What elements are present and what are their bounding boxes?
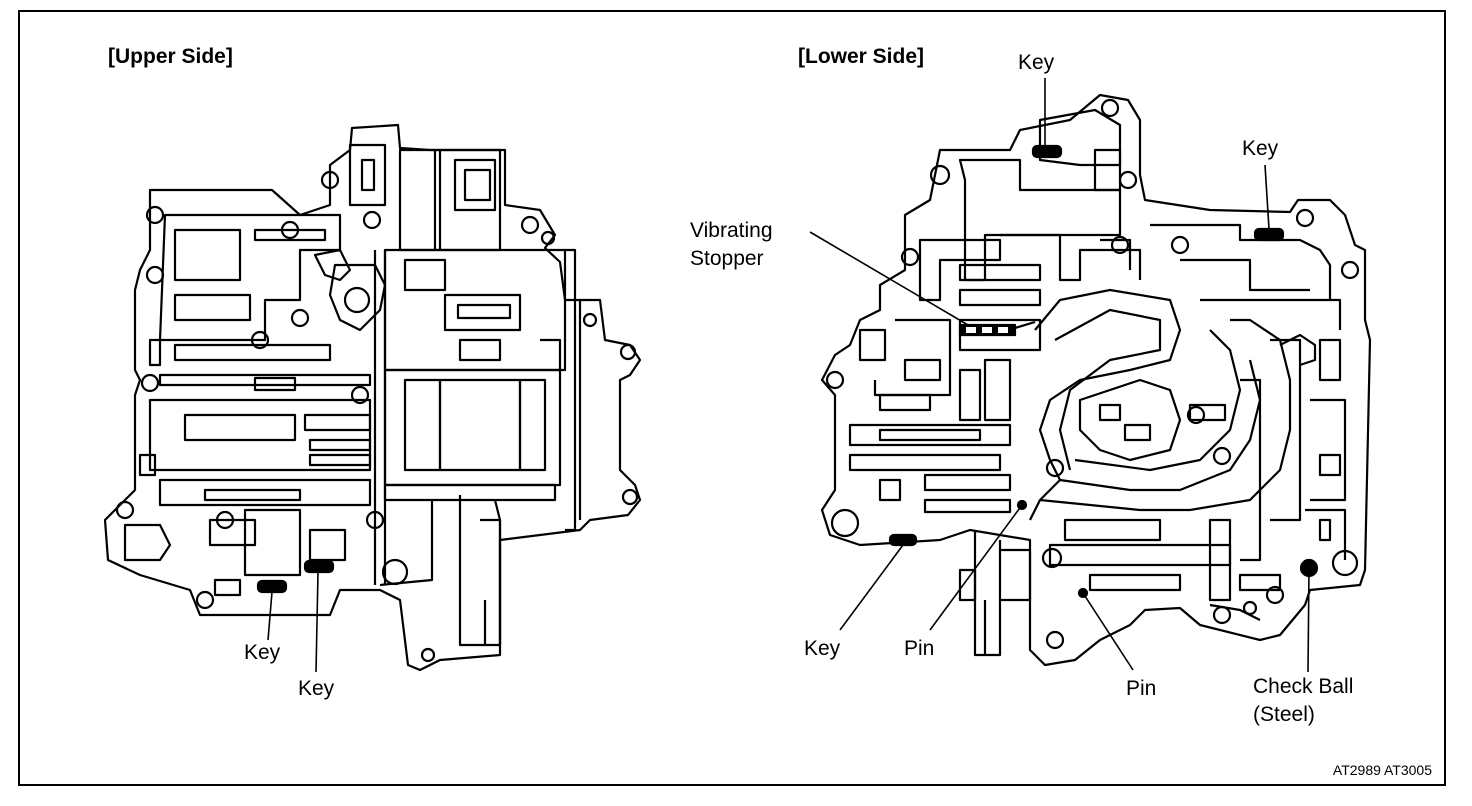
upper-key-label-1: Key [244, 641, 281, 664]
check-ball-label-line1: Check Ball [1253, 675, 1354, 698]
pin-label-1: Pin [904, 637, 935, 660]
pin-label-2: Pin [1126, 677, 1157, 700]
lower-side-valve-body [820, 93, 1372, 667]
vibrating-stopper-label-line2: Stopper [690, 247, 764, 270]
upper-side-title: [Upper Side] [108, 45, 233, 68]
vibrating-stopper-label-line1: Vibrating [690, 219, 773, 242]
lower-key-label-bottom: Key [804, 637, 841, 660]
figure-code: AT2989 AT3005 [1332, 762, 1432, 778]
figure-frame [18, 10, 1446, 786]
upper-side-valve-body [103, 123, 642, 672]
lower-key-label-right: Key [1242, 137, 1279, 160]
lower-key-label-top: Key [1018, 51, 1055, 74]
check-ball-label-line2: (Steel) [1253, 703, 1315, 726]
lower-side-leader-lines [809, 78, 1310, 673]
upper-key-label-2: Key [298, 677, 335, 700]
lower-side-title: [Lower Side] [798, 45, 925, 68]
upper-side-leader-lines [267, 571, 319, 673]
